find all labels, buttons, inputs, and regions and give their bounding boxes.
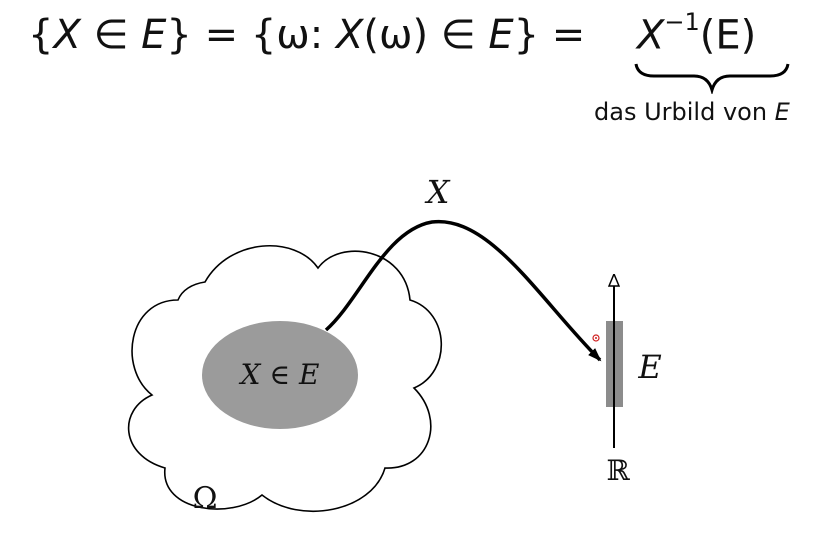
preimage-expression: X−1(E)	[637, 8, 757, 59]
preimage-argument: (E)	[699, 12, 757, 59]
interval-label: E	[637, 348, 661, 386]
formula-block: {X ∈ E} = {ω: X(ω) ∈ E} = X−1(E) das Urb…	[0, 0, 835, 135]
caption-variable: E	[774, 98, 790, 126]
event-equation: {X ∈ E} = {ω: X(ω) ∈ E} =	[28, 12, 585, 58]
caption-text: das Urbild von	[594, 98, 775, 126]
equation-lhs: {X ∈ E} = {ω: X(ω) ∈ E} =	[28, 12, 586, 58]
underbrace-icon	[634, 63, 790, 94]
preimage-exponent: −1	[664, 8, 700, 36]
preimage-caption: das Urbild von E	[594, 98, 790, 126]
marker-dot-center	[595, 337, 597, 339]
event-region	[202, 321, 358, 429]
event-label: X ∈ E	[239, 358, 320, 391]
sample-space-label: Ω	[193, 481, 218, 516]
mapping-arrow	[324, 219, 602, 362]
map-label: X	[424, 173, 451, 211]
marker-dot-icon	[592, 334, 600, 342]
real-line-label: ℝ	[606, 454, 630, 487]
preimage-base: X	[637, 12, 665, 59]
